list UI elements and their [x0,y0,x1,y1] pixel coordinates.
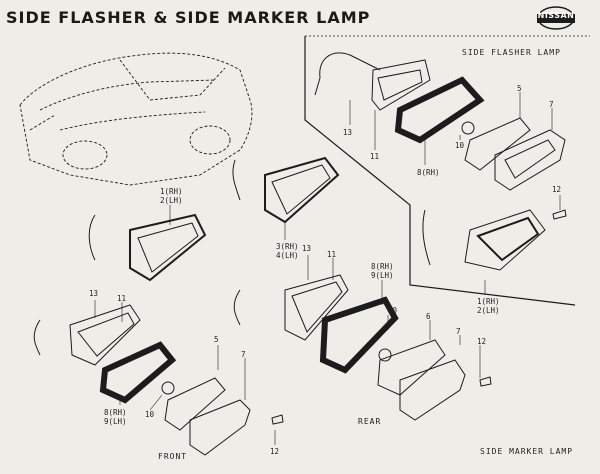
callout-13-rear: 13 [302,244,312,253]
rear-exploded [233,274,492,421]
side-marker-lamp-label: SIDE MARKER LAMP [480,447,574,456]
page-title: SIDE FLASHER & SIDE MARKER LAMP [6,8,371,27]
marker-assembly-left [88,213,207,282]
callout-13-front: 13 [89,289,99,298]
callout-10-rear: 10 [388,306,398,315]
callout-8rh-flasher: 8(RH) [417,168,440,177]
callout-7-flasher: 7 [549,100,554,109]
flasher-bulb [461,121,475,135]
callout-11-flasher: 11 [370,152,380,161]
marker-assembly-mid [232,156,340,224]
callout-8-9-front: 8(RH) 9(LH) [104,408,127,426]
flasher-section-divider [304,36,576,306]
callout-1-2-flasher: 1(RH) 2(LH) [477,297,500,315]
flasher-housing [314,52,431,111]
callout-11-rear: 11 [327,250,337,259]
callout-12-front: 12 [270,447,280,456]
callout-1-2-marker: 1(RH) 2(LH) [160,187,183,205]
callout-12-rear: 12 [477,337,487,346]
callout-10-front: 10 [145,410,155,419]
callout-8-9-rear: 8(RH) 9(LH) [371,262,394,280]
callout-13-flasher: 13 [343,128,353,137]
logo-text: NISSAN [537,11,575,20]
flasher-rim [494,129,566,191]
front-exploded [33,304,284,456]
callout-10-flasher: 10 [455,141,465,150]
side-flasher-lamp-label: SIDE FLASHER LAMP [462,48,561,57]
callout-12-flasher: 12 [552,185,562,194]
front-label: FRONT [158,452,188,461]
callout-5-front: 5 [214,335,219,344]
flasher-screw [552,209,567,220]
callout-7-rear: 7 [456,327,461,336]
callout-3-4-marker: 3(RH) 4(LH) [276,242,299,260]
callout-5-flasher: 5 [517,84,522,93]
callout-11-front: 11 [117,294,127,303]
flasher-assembly-lower [422,209,546,271]
rear-label: REAR [358,417,382,426]
car-sketch [19,52,253,186]
nissan-logo: NISSAN [536,6,576,30]
flasher-lens-body [394,76,485,144]
callout-7-front: 7 [241,350,246,359]
callout-6-rear: 6 [426,312,431,321]
